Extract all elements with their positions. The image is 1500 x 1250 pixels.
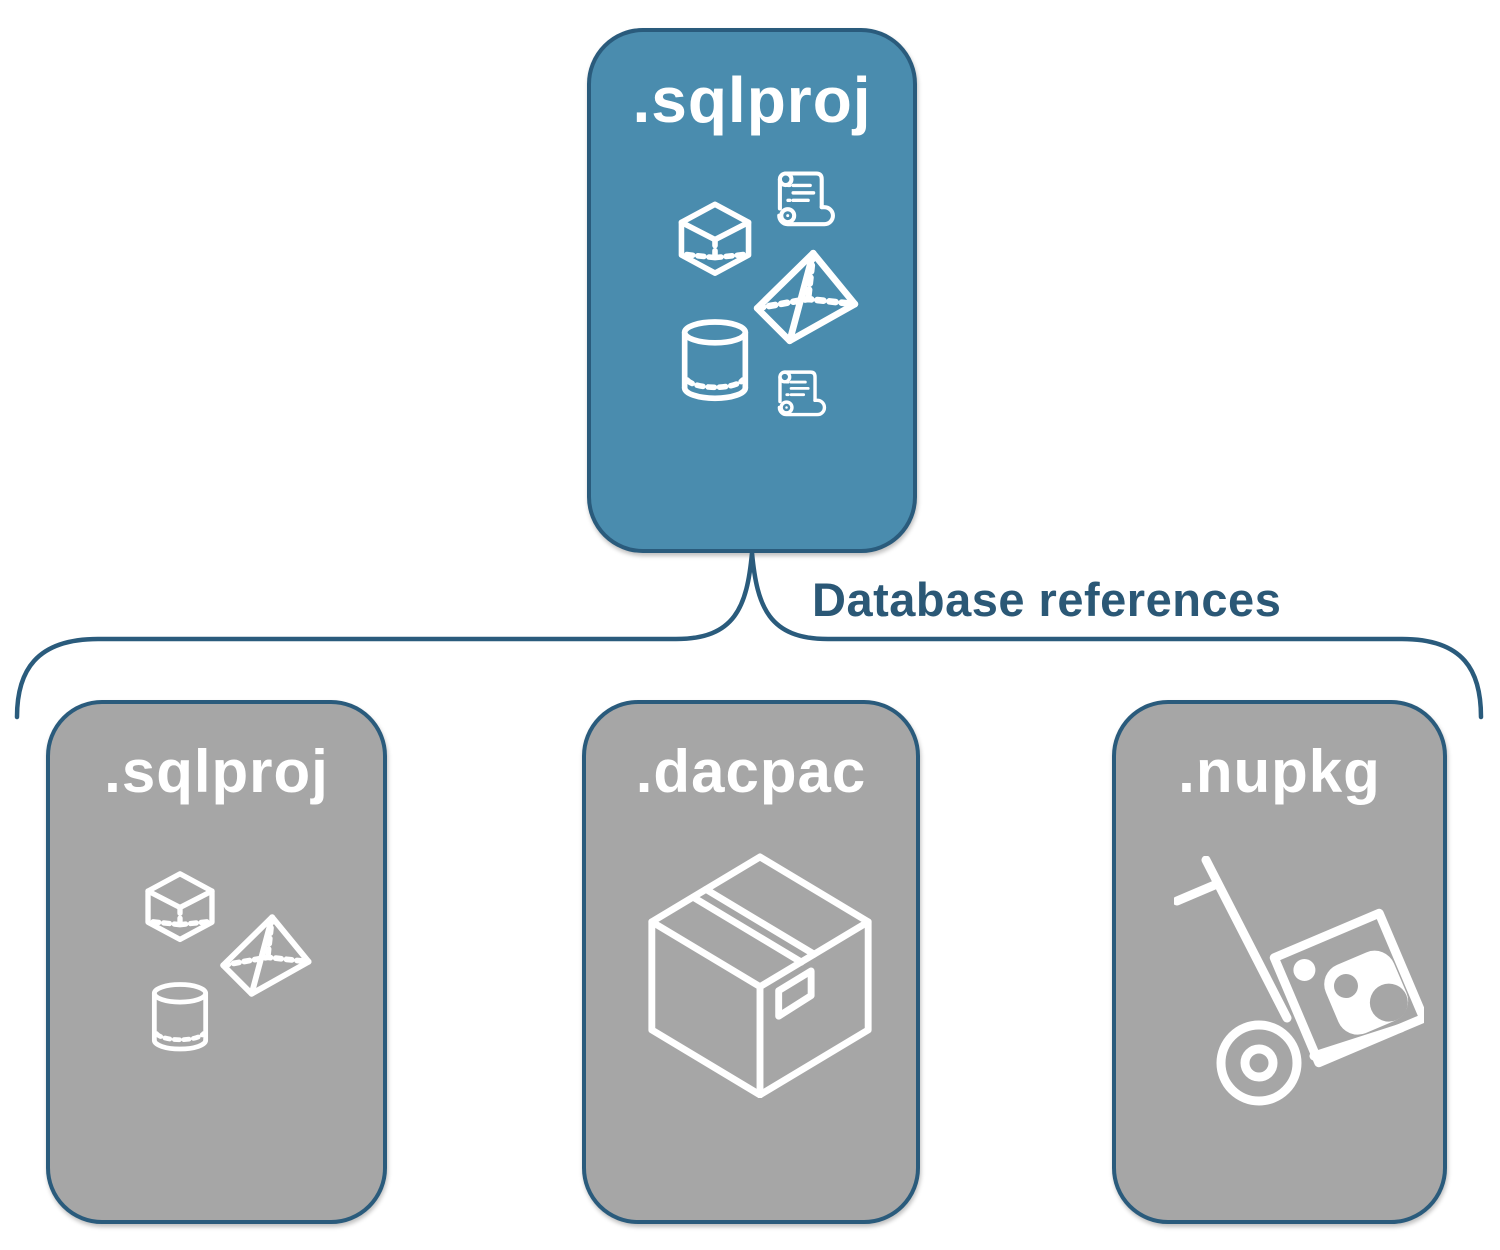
node-sqlproj-child-label: .sqlproj [104, 738, 329, 805]
pyramid-icon [749, 246, 861, 348]
cube-icon [672, 194, 758, 280]
scroll-icon [768, 165, 836, 233]
cube-icon [139, 864, 221, 946]
node-sqlproj-root-label: .sqlproj [632, 64, 872, 136]
nuget-handtruck-icon [1174, 856, 1424, 1106]
node-dacpac-label: .dacpac [635, 738, 867, 805]
brace-connector [14, 552, 1484, 720]
cylinder-icon [676, 317, 754, 405]
node-nupkg-label: .nupkg [1178, 738, 1381, 805]
pyramid-icon [216, 911, 314, 1000]
package-box-icon [642, 840, 878, 1098]
cylinder-icon [147, 977, 213, 1058]
node-sqlproj-root: .sqlproj [587, 28, 917, 553]
node-nupkg: .nupkg [1112, 700, 1447, 1224]
scroll-icon [770, 365, 827, 422]
node-sqlproj-child: .sqlproj [46, 700, 387, 1224]
node-dacpac: .dacpac [582, 700, 920, 1224]
connector-label: Database references [812, 573, 1282, 626]
